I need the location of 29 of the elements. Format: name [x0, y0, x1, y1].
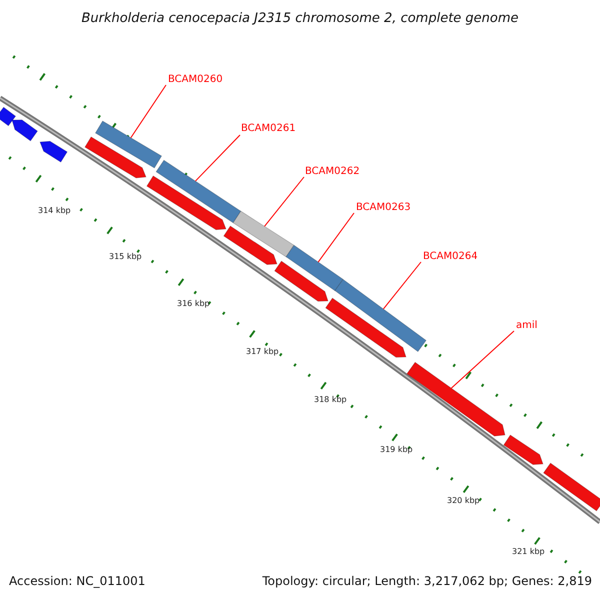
gene-label: BCAM0262 [305, 167, 360, 177]
scale-label: 318 kbp [314, 396, 347, 404]
gene-label: BCAM0264 [423, 252, 478, 262]
accession-text: Accession: NC_011001 [9, 575, 146, 587]
leader-line [382, 262, 422, 310]
gene-bar [156, 160, 242, 224]
scale-label: 314 kbp [38, 207, 71, 215]
gene-label: BCAM0260 [168, 75, 223, 85]
gene-bar [406, 362, 506, 436]
scale-label: 317 kbp [246, 348, 279, 356]
scale-label: 319 kbp [380, 446, 413, 454]
gene-label: BCAM0261 [241, 124, 296, 134]
gene-bar [286, 244, 344, 292]
gene-bar [232, 210, 294, 258]
scale-label: 320 kbp [447, 497, 480, 505]
gene-label: BCAM0263 [356, 203, 411, 213]
leader-line [318, 212, 354, 263]
leader-line [450, 330, 514, 389]
scale-label: 316 kbp [177, 300, 210, 308]
scale-label: 315 kbp [109, 253, 142, 261]
gene-bar [94, 120, 162, 168]
scale-label: 321 kbp [512, 548, 545, 556]
genome-summary: Topology: circular; Length: 3,217,062 bp; Genes: 2,819 [262, 575, 592, 587]
title: Burkholderia cenocepacia J2315 chromosome 2, complete genome [80, 12, 520, 25]
leader-line [130, 84, 166, 138]
gene-bar [334, 278, 427, 352]
leader-line [194, 134, 240, 182]
leader-line [264, 176, 304, 227]
gene-label: amil [516, 321, 538, 331]
